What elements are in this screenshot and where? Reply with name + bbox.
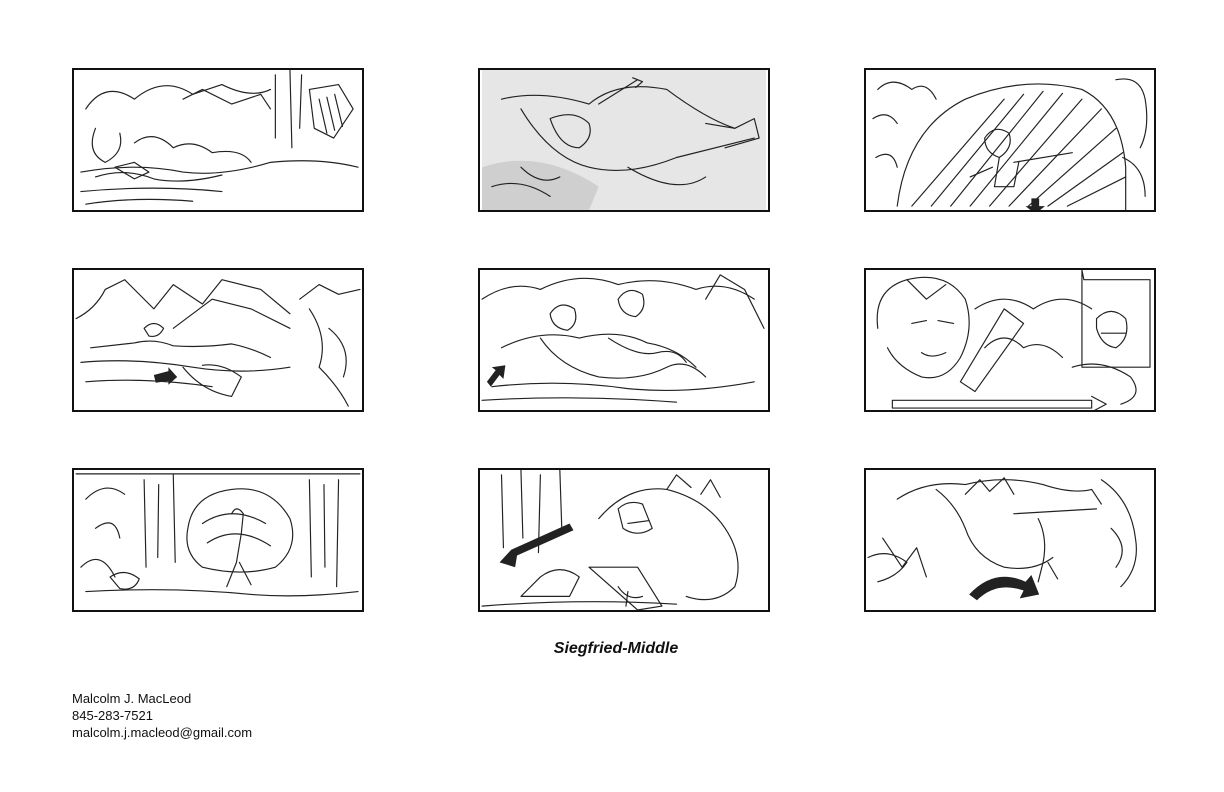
storyboard-panel-6 (864, 268, 1156, 412)
storyboard-panel-1 (72, 68, 364, 212)
contact-email: malcolm.j.macleod@gmail.com (72, 725, 253, 740)
storyboard-panel-4 (72, 268, 364, 412)
panel-2-sketch (482, 70, 766, 210)
panel-3-sketch (872, 78, 1148, 210)
panel-9-sketch (867, 477, 1137, 601)
storyboard-panel-3 (864, 68, 1156, 212)
contact-phone: 845-283-7521 (72, 708, 153, 723)
storyboard-title: Siegfried-Middle (553, 640, 679, 657)
panel-8-sketch (481, 470, 739, 610)
panel-5-sketch (481, 274, 765, 403)
contact-name: Malcolm J. MacLeod (72, 691, 192, 706)
storyboard-panel-2 (478, 68, 770, 212)
storyboard-panel-7 (72, 468, 364, 612)
panel-4-sketch (75, 279, 361, 407)
storyboard-panel-8 (478, 468, 770, 612)
panel-1-sketch (80, 70, 359, 205)
panel-6-sketch (876, 270, 1151, 410)
storyboard-panel-5 (478, 268, 770, 412)
contact-block: Malcolm J. MacLeod 845-283-7521 malcolm.… (72, 690, 252, 741)
storyboard-panel-9 (864, 468, 1156, 612)
panel-7-sketch (75, 473, 361, 597)
